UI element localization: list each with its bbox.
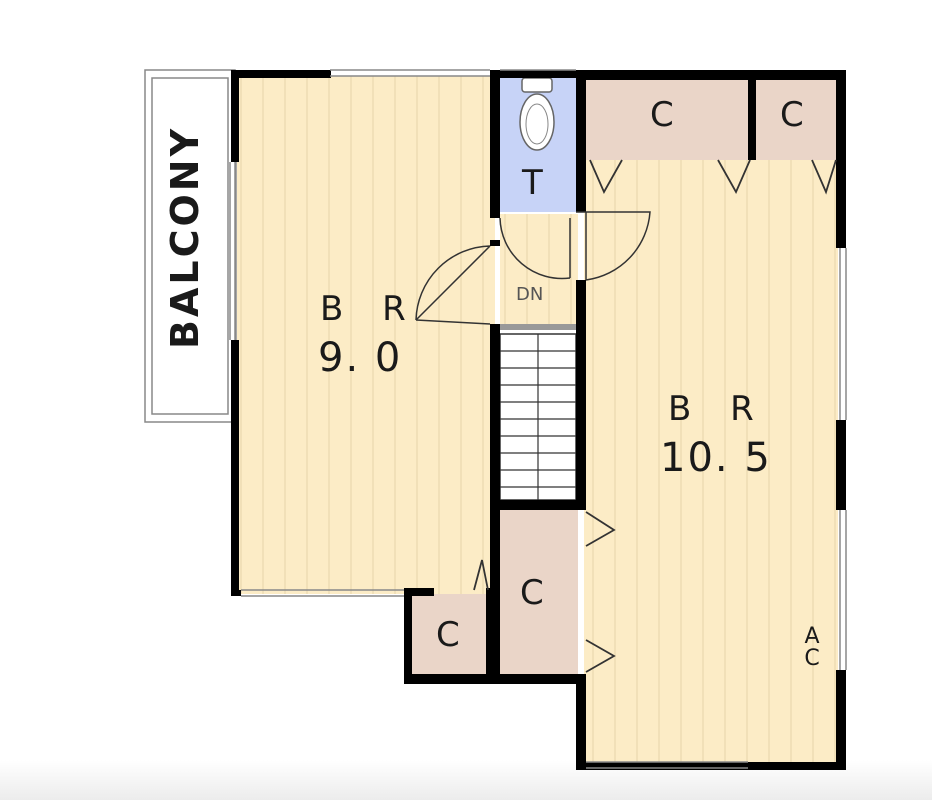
closet-mid — [500, 508, 578, 676]
stairs-down-label: DN — [516, 284, 544, 305]
closet-top-2 — [756, 76, 838, 160]
hall-floor — [500, 214, 578, 326]
toilet-fixture-icon — [519, 77, 555, 151]
closet-bottom — [410, 594, 494, 676]
closet-doors — [473, 159, 837, 673]
bedroom-right-name: B R — [668, 389, 768, 429]
ac-label: A C — [804, 624, 820, 671]
closet-top-2-label: C — [780, 95, 804, 135]
doors — [415, 211, 651, 325]
windows — [229, 69, 847, 769]
walls — [231, 70, 846, 770]
balcony-label: BALCONY — [163, 125, 207, 349]
bedroom-left-size: 9. 0 — [318, 335, 403, 381]
balcony — [144, 69, 236, 423]
bedroom-left-name: B R — [320, 289, 420, 329]
toilet-label: T — [522, 163, 543, 203]
bedroom-left-floor — [237, 76, 495, 594]
staircase — [499, 333, 577, 501]
bedroom-right-size: 10. 5 — [660, 435, 772, 481]
closet-bottom-label: C — [436, 615, 460, 655]
closet-top-1-label: C — [650, 95, 674, 135]
closet-top-1 — [584, 76, 750, 160]
closet-mid-label: C — [520, 573, 544, 613]
